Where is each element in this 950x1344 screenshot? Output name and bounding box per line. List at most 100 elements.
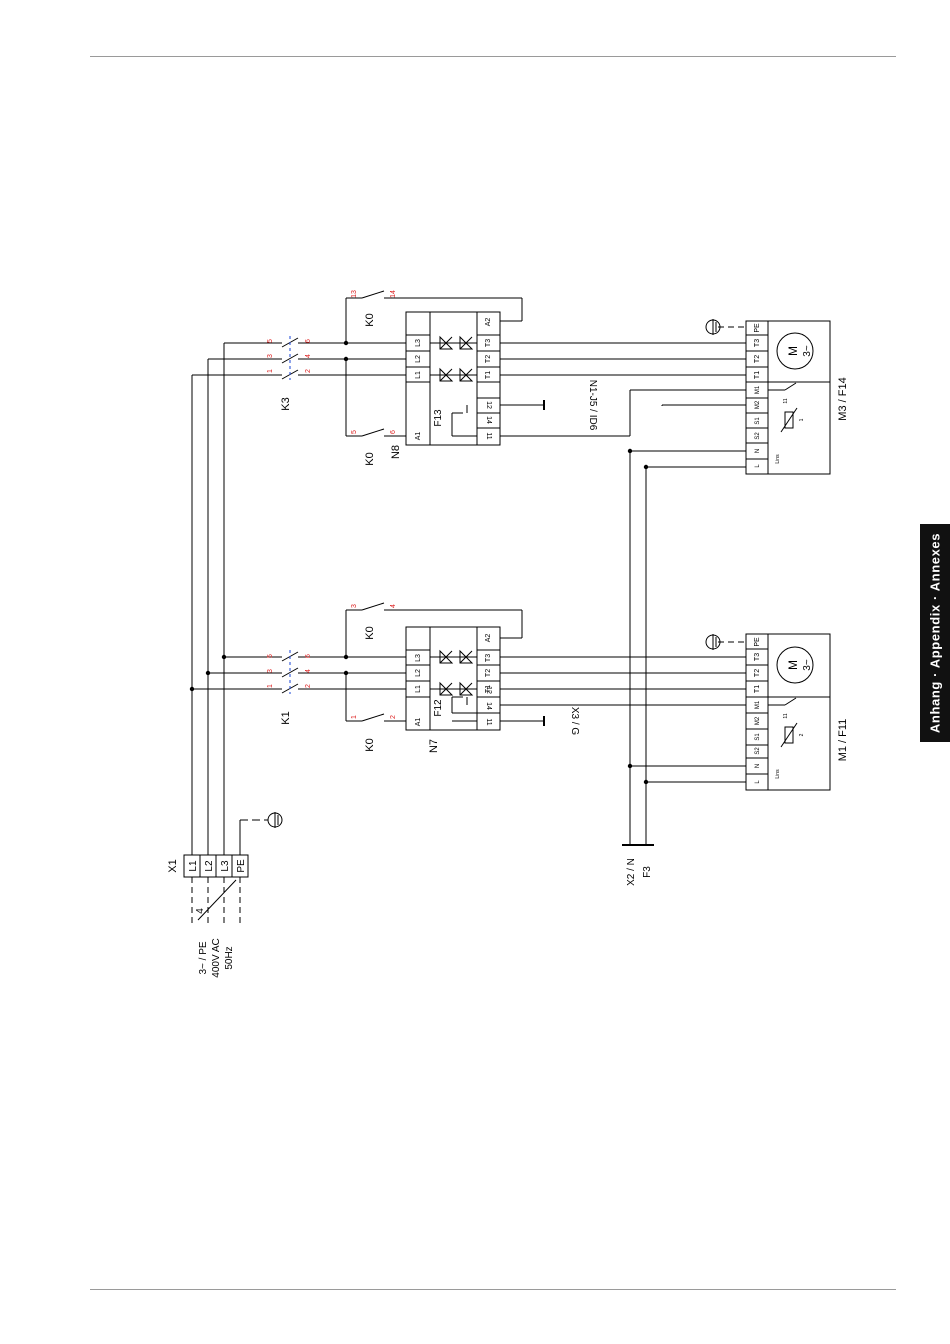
m3-t-l: L (755, 464, 761, 468)
x1-l3: L3 (220, 860, 231, 872)
n7-a1: A1 (415, 718, 422, 727)
m1-t-m2: M2 (755, 716, 761, 725)
upper-lines (192, 342, 406, 376)
n7-relay-12: 12 (485, 686, 492, 694)
f13-label: F13 (433, 409, 444, 427)
supply-spec-2: 400V AC (211, 938, 222, 977)
n7-in-l1: L1 (415, 685, 422, 693)
contactor-k1 (281, 650, 299, 694)
m3-th1: 11 (783, 398, 789, 403)
k3-pin-1: 1 (267, 369, 274, 373)
f12-label: F12 (433, 699, 444, 717)
upper-motor-feed (500, 342, 746, 437)
n8-in-l3: L3 (415, 339, 422, 347)
neutral-lines (622, 450, 746, 846)
n8-a1: A1 (415, 432, 422, 441)
m3-lins: Lins (775, 454, 781, 464)
m3-t-m2: M2 (755, 400, 761, 409)
k3-pin-3: 3 (267, 354, 274, 358)
k3-pin-2: 2 (305, 369, 312, 373)
softstarter-n8-box (405, 311, 501, 446)
m3-t-s2: S2 (755, 432, 761, 440)
footer-rule (90, 1289, 896, 1290)
lower-motor-feed (500, 656, 746, 722)
supply-busbars (191, 343, 225, 855)
k3-pin-5: 5 (267, 339, 274, 343)
n8-out-t2: T2 (485, 355, 492, 363)
softstarter-n7-box (405, 626, 501, 731)
n7-out-t2: T2 (485, 669, 492, 677)
n7-out-t1: T1 (485, 685, 492, 693)
m3-symbol: M (786, 346, 800, 356)
supply-cable (191, 877, 241, 925)
m1-t-n: N (755, 764, 761, 768)
k3-pin-6: 6 (305, 339, 312, 343)
m1-symbol: M (786, 660, 800, 670)
x1-pe: PE (236, 859, 247, 873)
k0-a-label: K0 (364, 738, 376, 751)
n7-a2: A2 (485, 634, 492, 643)
m3-t-t1: T1 (754, 371, 761, 379)
x2n-label: X2 / N (626, 858, 637, 886)
m1-t-pe: PE (754, 637, 761, 647)
n8-relay-11: 11 (485, 432, 492, 439)
cable-count: 4 (195, 908, 206, 914)
motor-m3-earth (705, 319, 746, 335)
m1-lins: Lins (775, 769, 781, 779)
k1-pin-1: 1 (267, 684, 274, 688)
appendix-tab[interactable]: Anhang · Appendix · Annexes (920, 524, 950, 742)
k0-b-pin-4: 4 (390, 604, 397, 608)
supply-spec-3: 50Hz (224, 946, 235, 969)
header-rule (90, 56, 896, 57)
supply-terminal-x1 (183, 854, 249, 878)
n8-relay-12: 12 (485, 401, 492, 409)
m1-t-t1: T1 (754, 685, 761, 693)
thyristor-symbols-n7 (439, 649, 474, 696)
k1-pin-3: 3 (267, 669, 274, 673)
k0-c-label: K0 (364, 452, 376, 465)
n1j5-label: N1-J5 / ID6 (587, 380, 598, 431)
n8-in-l1: L1 (415, 371, 422, 379)
cable-slash (197, 879, 237, 921)
contactor-k3 (281, 336, 299, 380)
n8-a2: A2 (485, 318, 492, 327)
k3-pin-4: 4 (305, 354, 312, 358)
m3-t-pe: PE (754, 323, 761, 333)
lower-lines (192, 656, 406, 690)
k1-pin-2: 2 (305, 684, 312, 688)
m3-t-s1: S1 (755, 417, 761, 425)
m3-t-t3: T3 (754, 339, 761, 347)
k0-d-pin-13: 13 (351, 290, 358, 298)
contact-k0-b (345, 602, 523, 657)
x1-l1: L1 (188, 860, 199, 872)
m3-phase: 3~ (802, 345, 813, 357)
n8-out-t3: T3 (485, 339, 492, 347)
n8-out-t1: T1 (485, 371, 492, 379)
x1-label: X1 (167, 859, 179, 872)
m3-th2: 1 (799, 418, 805, 421)
n7-in-l3: L3 (415, 654, 422, 662)
k0-a-pin-1: 1 (351, 715, 358, 719)
contact-k0-c (345, 359, 406, 437)
k0-d-label: K0 (364, 313, 376, 326)
m1-t-m1: M1 (755, 700, 761, 709)
junction-dots (189, 340, 649, 785)
k1-pin-4: 4 (305, 669, 312, 673)
thyristor-symbols-n8 (439, 335, 474, 382)
k1-pin-6: 6 (305, 654, 312, 658)
m3-label: M3 / F14 (837, 377, 849, 420)
m3-t-m1: M1 (755, 385, 761, 394)
motor-m3-box (745, 320, 831, 475)
k0-b-label: K0 (364, 626, 376, 639)
n7-relay-11: 11 (485, 718, 492, 725)
x3g-label: X3 / G (569, 707, 580, 736)
k0-b-pin-3: 3 (351, 604, 358, 608)
m1-label: M1 / F11 (837, 719, 849, 762)
m3-t-t2: T2 (754, 355, 761, 363)
k0-c-pin-5: 5 (351, 430, 358, 434)
m1-t-t3: T3 (754, 653, 761, 661)
m1-t-l: L (755, 780, 761, 784)
m1-t-s2: S2 (755, 747, 761, 755)
n7-label: N7 (428, 739, 440, 753)
k0-c-pin-6: 6 (390, 430, 397, 434)
